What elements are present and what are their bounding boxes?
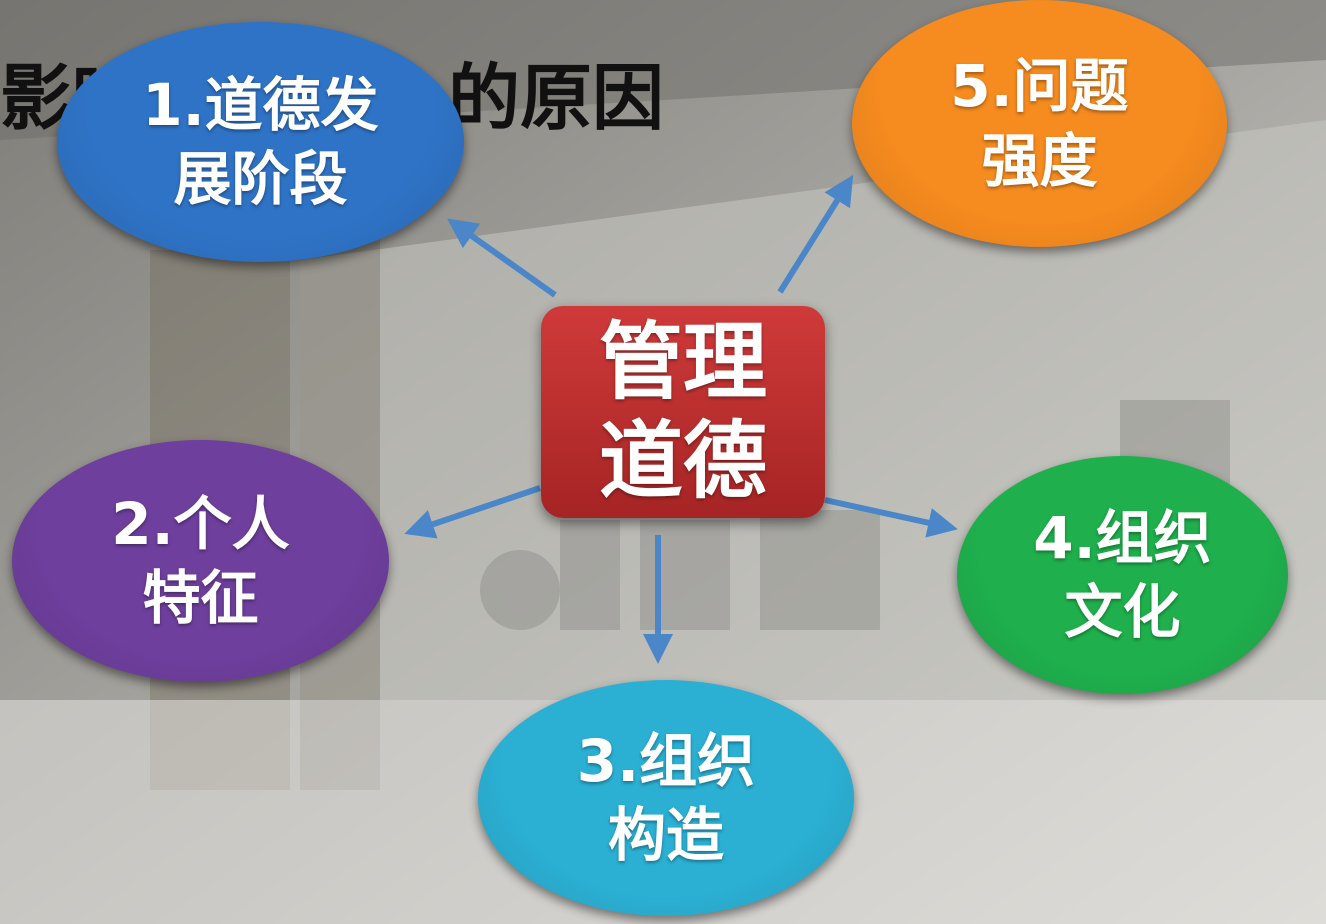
node-5-line-2: 强度 (981, 126, 1098, 195)
node-3-line-1: 3.组织 (576, 726, 756, 795)
node-2-line-2: 特征 (142, 564, 259, 632)
node-4-line-2: 文化 (1064, 578, 1181, 646)
node-5-line-1: 5.问题 (950, 52, 1129, 121)
arrow-to-node-4 (824, 497, 958, 538)
center-management-ethics: 管理道德 (541, 306, 825, 518)
arrow-to-node-2 (404, 485, 541, 539)
node-organization-structure: 3.组织构造 (478, 680, 854, 916)
node-1-line-1: 1.道德发 (142, 70, 379, 139)
page-title-right: 的原因 (448, 56, 665, 140)
node-organization-culture: 4.组织文化 (957, 456, 1288, 694)
node-3-line-2: 构造 (607, 801, 724, 869)
arrow-to-node-1 (447, 218, 557, 298)
node-individual-characteristics: 2.个人特征 (12, 440, 389, 682)
center-line-1: 管理 (598, 312, 767, 411)
arrow-to-node-5 (777, 174, 854, 294)
center-line-2: 道德 (598, 412, 767, 510)
node-2-line-1: 2.个人 (111, 489, 290, 558)
node-issue-intensity: 5.问题强度 (852, 0, 1227, 247)
node-1-line-2: 展阶段 (173, 145, 348, 213)
node-4-line-1: 4.组织 (1033, 503, 1212, 572)
node-moral-development-stage: 1.道德发展阶段 (57, 22, 464, 262)
